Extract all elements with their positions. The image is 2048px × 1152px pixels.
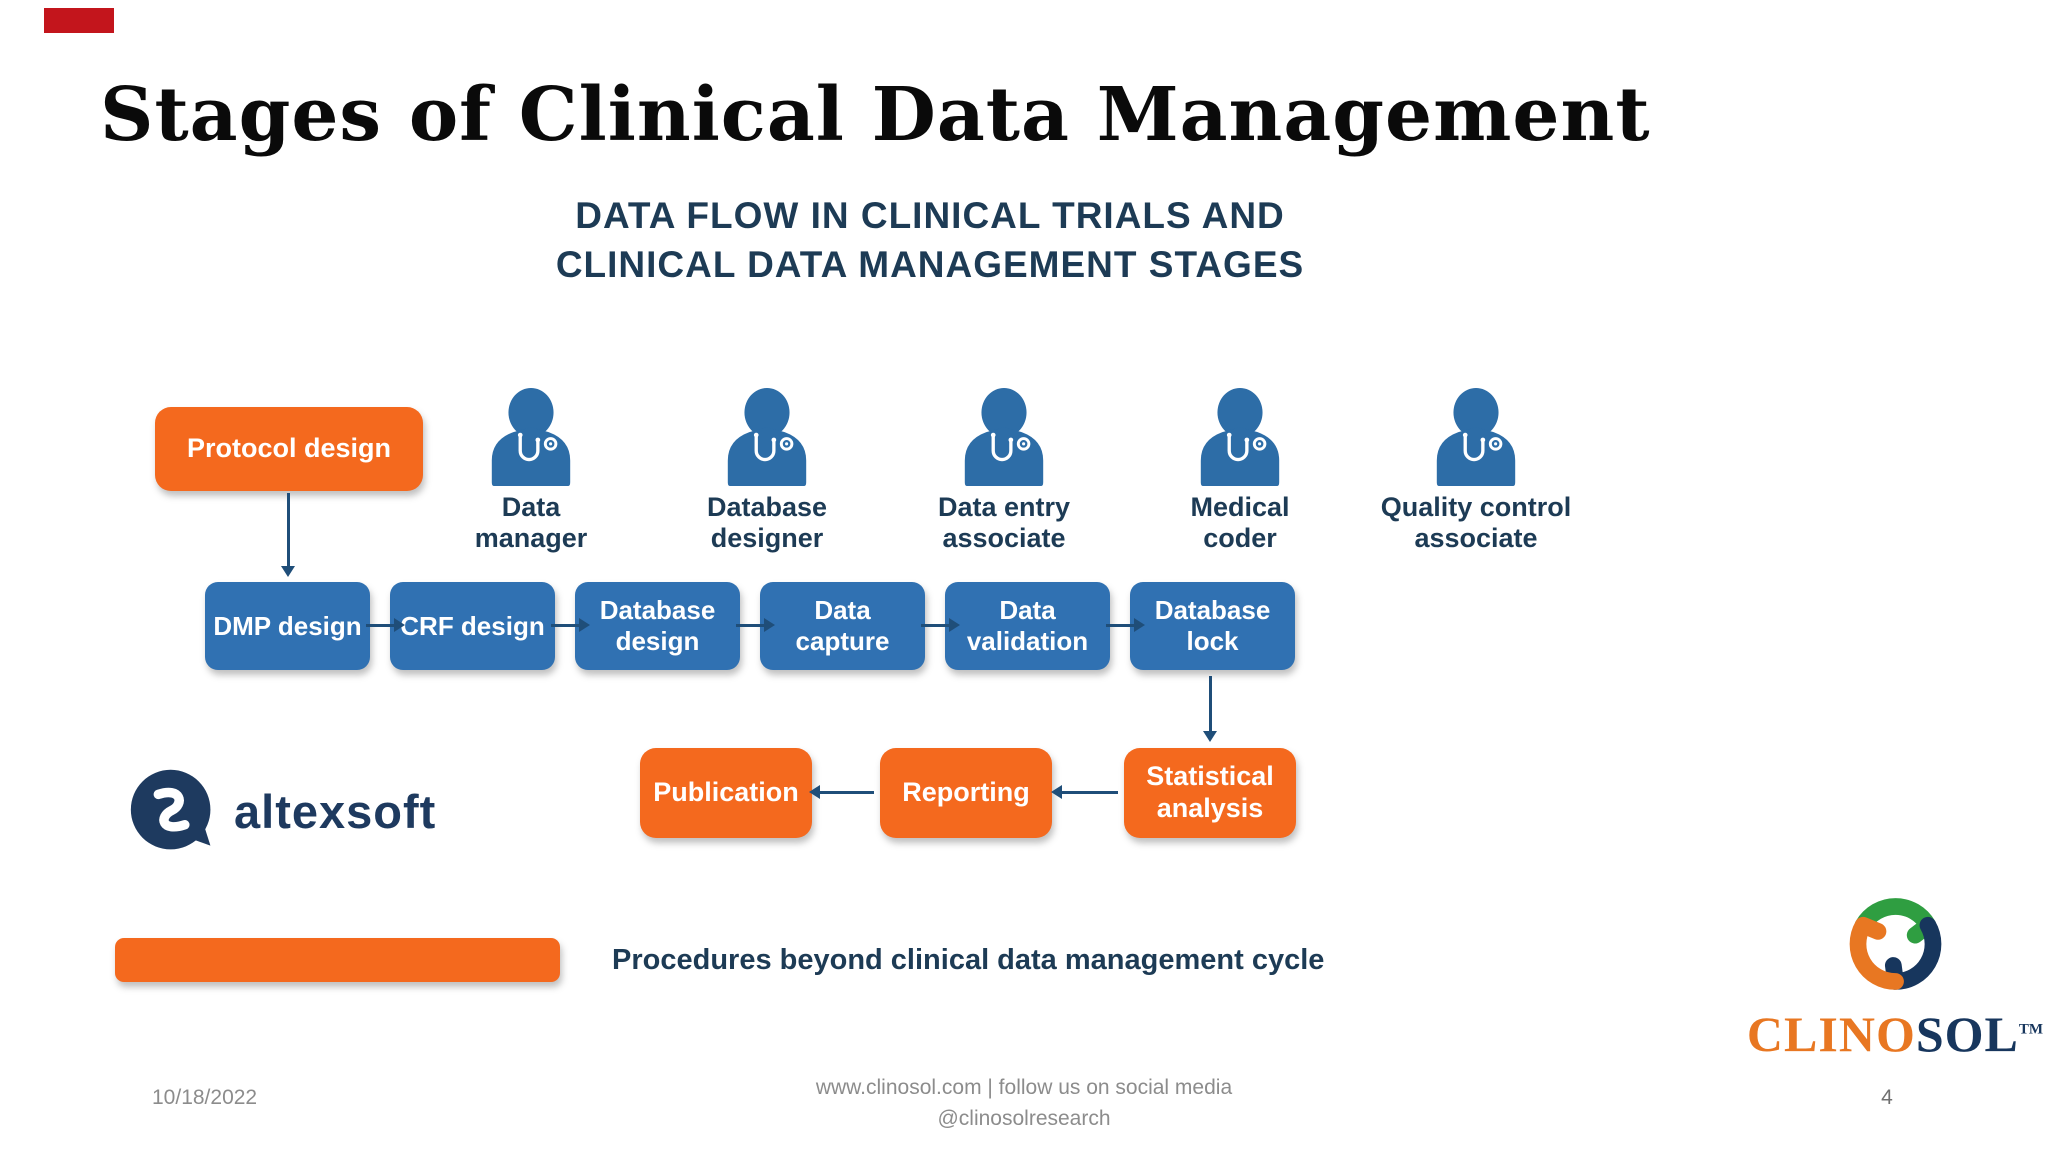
arrow-right-icon xyxy=(366,618,405,632)
altexsoft-wordmark: altexsoft xyxy=(234,784,437,838)
data-capture-box: Data capture xyxy=(760,582,925,670)
flow-box-label2: design xyxy=(615,626,700,656)
person-icon xyxy=(964,388,1044,486)
footer-website-line: www.clinosol.com | follow us on social m… xyxy=(815,1076,1233,1099)
clinosol-logo: CLINOSOLTM xyxy=(1745,885,2045,1063)
role-label-line2: coder xyxy=(1203,522,1277,553)
bottom-box-label: Reporting xyxy=(902,777,1030,808)
altexsoft-logo-icon xyxy=(130,769,211,850)
protocol-design-box: Protocol design xyxy=(155,407,423,491)
diagram-heading-line1: DATA FLOW IN CLINICAL TRIALS AND xyxy=(575,195,1285,236)
clinosol-hands-icon xyxy=(1849,898,1941,990)
database-design-box: Database design xyxy=(575,582,740,670)
flow-box-label2: validation xyxy=(966,626,1089,656)
role-label-line1: Data xyxy=(501,492,561,522)
flow-box-label: CRF design xyxy=(400,610,545,641)
footer-social-text: www.clinosol.com | follow us on social m… xyxy=(624,1072,1424,1134)
person-icon xyxy=(727,388,807,486)
arrow-right-icon xyxy=(736,618,775,632)
database-lock-box: Database lock xyxy=(1130,582,1295,670)
flow-box-label2: lock xyxy=(1186,626,1239,656)
bottom-box-label: Publication xyxy=(653,777,799,808)
arrow-left-icon xyxy=(1051,785,1118,799)
arrow-left-icon xyxy=(809,785,874,799)
role-label-line2: associate xyxy=(1414,522,1538,553)
crf-design-box: CRF design xyxy=(390,582,555,670)
publication-box: Publication xyxy=(640,748,812,838)
person-icon xyxy=(491,388,571,486)
clinosol-tm: TM xyxy=(2018,1021,2044,1038)
data-validation-box: Data validation xyxy=(945,582,1110,670)
role-label-line1: Database xyxy=(706,492,828,522)
role-medical-coder: Medical coder xyxy=(1125,388,1355,553)
role-quality-control-associate: Quality control associate xyxy=(1361,388,1591,553)
diagram-heading-line2: CLINICAL DATA MANAGEMENT STAGES xyxy=(555,243,1305,285)
arrow-right-icon xyxy=(1106,618,1145,632)
clinosol-wordmark: CLINOSOLTM xyxy=(1747,1005,2043,1063)
bottom-box-label: Statistical xyxy=(1146,761,1274,792)
footer-handle-line: @clinosolresearch xyxy=(937,1107,1111,1130)
role-data-manager: Data manager xyxy=(416,388,646,553)
role-database-designer: Database designer xyxy=(652,388,882,553)
role-label-line1: Data entry xyxy=(937,492,1071,522)
flow-box-label: Data xyxy=(814,595,871,626)
role-label-line2: manager xyxy=(474,522,588,553)
role-label-line2: associate xyxy=(942,522,1066,553)
statistical-analysis-box: Statistical analysis xyxy=(1124,748,1296,838)
page-title: Stages of Clinical Data Management xyxy=(100,72,1651,158)
role-label-line2: designer xyxy=(710,522,824,553)
flow-box-label: Database xyxy=(1154,595,1271,626)
arrow-down-icon xyxy=(281,493,295,577)
legend-label: Procedures beyond clinical data manageme… xyxy=(612,944,1325,976)
role-label: Quality control associate xyxy=(1381,492,1572,553)
altexsoft-logo: altexsoft xyxy=(128,766,436,856)
bottom-box-label2: analysis xyxy=(1156,793,1264,823)
person-icon xyxy=(1200,388,1280,486)
diagram-heading: DATA FLOW IN CLINICAL TRIALS AND CLINICA… xyxy=(330,192,1530,290)
clinosol-wordmark-left: CLINO xyxy=(1746,1006,1916,1062)
legend-color-bar xyxy=(115,938,560,982)
red-marker xyxy=(44,8,114,33)
role-data-entry-associate: Data entry associate xyxy=(889,388,1119,553)
dmp-design-box: DMP design xyxy=(205,582,370,670)
role-label: Data manager xyxy=(475,492,588,553)
footer-date: 10/18/2022 xyxy=(152,1086,258,1109)
arrow-right-icon xyxy=(551,618,590,632)
reporting-box: Reporting xyxy=(880,748,1052,838)
arrow-right-icon xyxy=(921,618,960,632)
role-label: Data entry associate xyxy=(938,492,1070,553)
clinosol-wordmark-right: SOL xyxy=(1915,1006,2019,1062)
person-icon xyxy=(1436,388,1516,486)
arrow-down-icon xyxy=(1203,676,1217,742)
flow-box-label: Database xyxy=(599,595,716,626)
role-label-line1: Medical xyxy=(1190,492,1290,522)
role-label: Database designer xyxy=(707,492,827,553)
protocol-design-label: Protocol design xyxy=(186,433,392,464)
role-label: Medical coder xyxy=(1190,492,1289,553)
page-number: 4 xyxy=(1881,1086,1893,1109)
flow-box-label: Data xyxy=(999,595,1056,626)
flow-box-label2: capture xyxy=(795,626,890,656)
role-label-line1: Quality control xyxy=(1380,492,1572,522)
flow-box-label: DMP design xyxy=(213,610,362,641)
